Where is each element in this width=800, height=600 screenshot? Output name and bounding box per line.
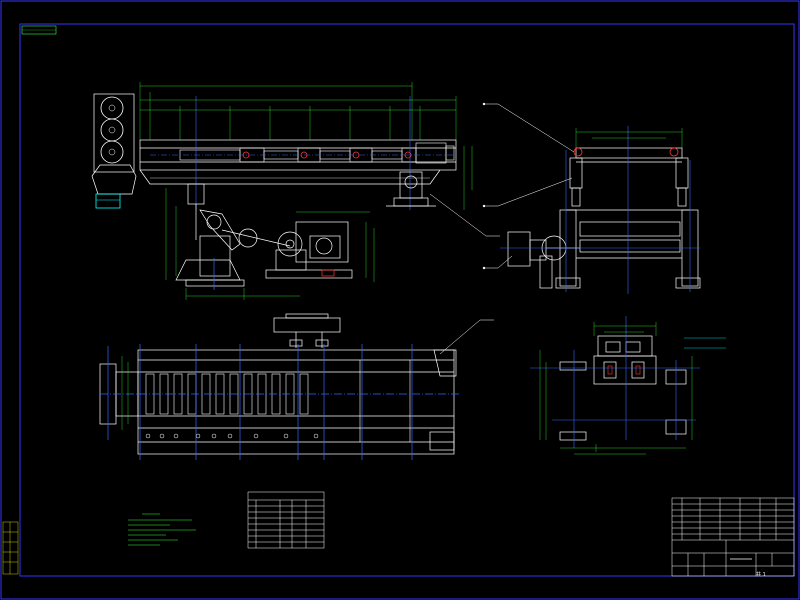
plan-dimensions xyxy=(121,356,129,430)
top-left-stamp xyxy=(21,25,57,35)
side-view-dimensions xyxy=(575,128,683,148)
plan-frame xyxy=(99,349,457,455)
technical-notes xyxy=(128,513,196,546)
inner-border xyxy=(19,23,795,577)
dimension-chain-top xyxy=(139,82,457,140)
foundation-dimensions xyxy=(539,322,693,455)
cylinder-row xyxy=(179,142,455,164)
plan-view xyxy=(99,313,494,460)
drive-mechanism xyxy=(175,183,353,290)
sheet-number: 共 1 xyxy=(756,572,766,578)
foundation-highlights xyxy=(607,365,641,375)
front-view-leader xyxy=(429,193,500,237)
side-view-centerlines xyxy=(500,126,700,294)
parameters-table xyxy=(247,491,325,549)
side-view xyxy=(482,102,701,294)
plan-leader xyxy=(439,319,494,355)
end-roller-stack xyxy=(91,93,137,209)
plan-bolt-holes xyxy=(145,433,319,439)
foundation-note-lines xyxy=(684,337,726,349)
foundation-centerlines xyxy=(530,316,700,448)
side-view-leaders xyxy=(482,102,575,270)
beam-centerlines xyxy=(150,96,455,210)
left-margin-strip xyxy=(2,521,19,575)
plan-top-unit xyxy=(273,313,341,348)
side-view-highlights xyxy=(573,147,679,157)
right-pedestal xyxy=(386,171,436,207)
foundation-detail xyxy=(530,316,726,455)
drive-dimensions xyxy=(165,146,473,300)
title-block xyxy=(671,497,795,577)
plan-centerlines xyxy=(100,344,460,460)
front-view xyxy=(91,82,500,300)
